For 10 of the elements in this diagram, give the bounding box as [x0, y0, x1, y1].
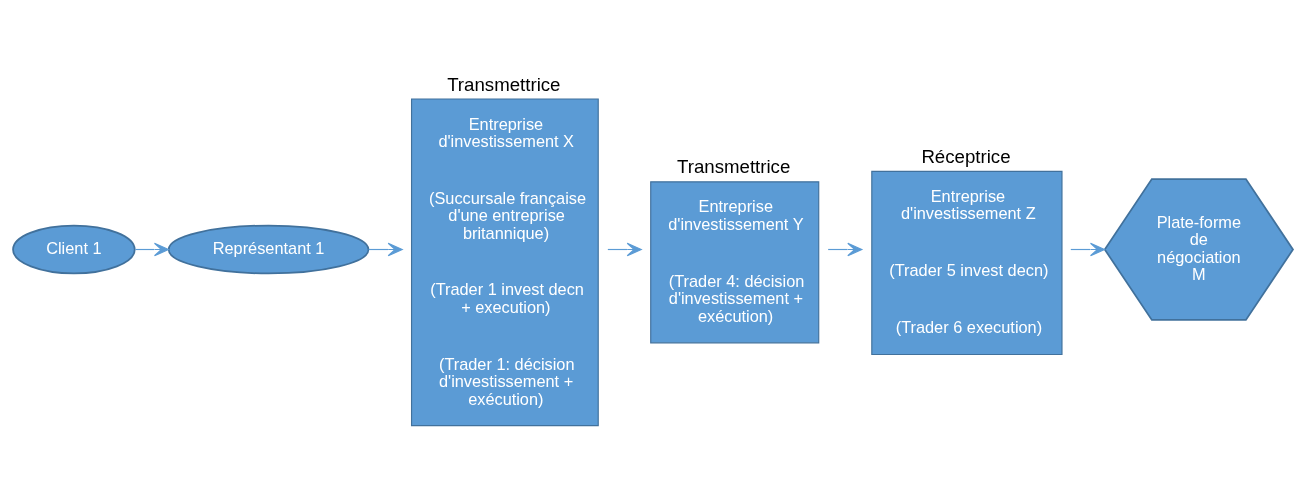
node-label: Réceptrice: [921, 145, 1011, 167]
node-label: Transmettrice: [676, 156, 791, 178]
arrow: [827, 242, 863, 257]
arrow: [368, 242, 403, 257]
arrow: [607, 242, 642, 257]
node-label: Transmettrice: [447, 73, 561, 95]
arrow: [134, 242, 170, 257]
arrow: [1070, 242, 1106, 257]
node-ellipse: Représentant 1: [167, 224, 370, 275]
node-ellipse: Client 1: [12, 224, 136, 275]
